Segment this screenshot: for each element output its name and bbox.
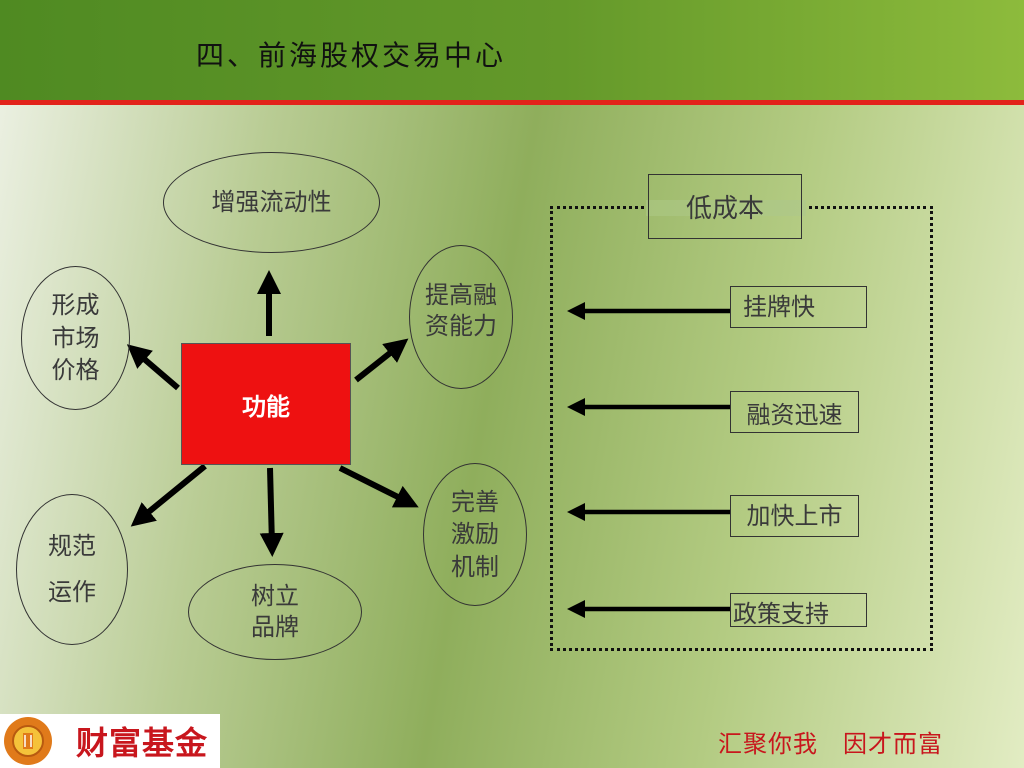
function-price-line: 形成 [51,291,100,320]
function-incentive: 完善 激励 机制 [423,463,527,606]
function-price-line: 市场 [51,323,100,352]
function-incentive-line: 机制 [451,552,499,581]
function-brand: 树立 品牌 [188,564,362,660]
frame-gap [646,200,806,216]
logo-text: 财富基金 [76,724,209,762]
arrow-down [259,467,284,557]
advantage-item-label: 融资迅速 [746,400,843,429]
function-liquidity-label: 增强流动性 [211,188,332,217]
function-financing-line: 提高融 [425,281,497,309]
function-price: 形成 市场 价格 [21,266,130,410]
function-regulate: 规范 运作 [16,494,128,645]
arrow-downright [338,465,419,508]
function-price-line: 价格 [51,356,100,385]
arrow-downleft [130,463,207,527]
advantage-item-label: 政策支持 [733,600,829,628]
arrow-upleft [126,344,180,391]
footer-logo: 财富基金 [0,714,220,768]
advantage-item: 融资迅速 [730,391,859,433]
function-financing: 提高融 资能力 [409,245,513,389]
function-incentive-line: 激励 [451,520,499,549]
arrow-upright [354,338,409,383]
function-brand-line: 品牌 [251,613,299,641]
function-liquidity: 增强流动性 [163,152,380,253]
slide-title: 四、前海股权交易中心 [196,39,507,72]
center-function-box: 功能 [181,343,351,465]
logo-coin-icon [4,717,52,765]
function-financing-line: 资能力 [425,312,497,341]
advantage-header: 低成本 [648,174,802,239]
header-bar [0,0,1024,100]
advantage-item-label: 加快上市 [746,502,843,530]
advantage-item: 挂牌快 [730,286,867,328]
function-regulate-line: 规范 [48,531,96,560]
advantage-item: 加快上市 [730,495,859,537]
function-brand-line: 树立 [251,581,299,610]
advantage-item-label: 挂牌快 [743,293,815,321]
advantage-item: 政策支持 [730,593,867,628]
function-incentive-line: 完善 [451,487,499,516]
footer-slogan: 汇聚你我 因才而富 [718,730,943,758]
function-regulate-line: 运作 [48,577,96,606]
header-divider [0,100,1024,105]
